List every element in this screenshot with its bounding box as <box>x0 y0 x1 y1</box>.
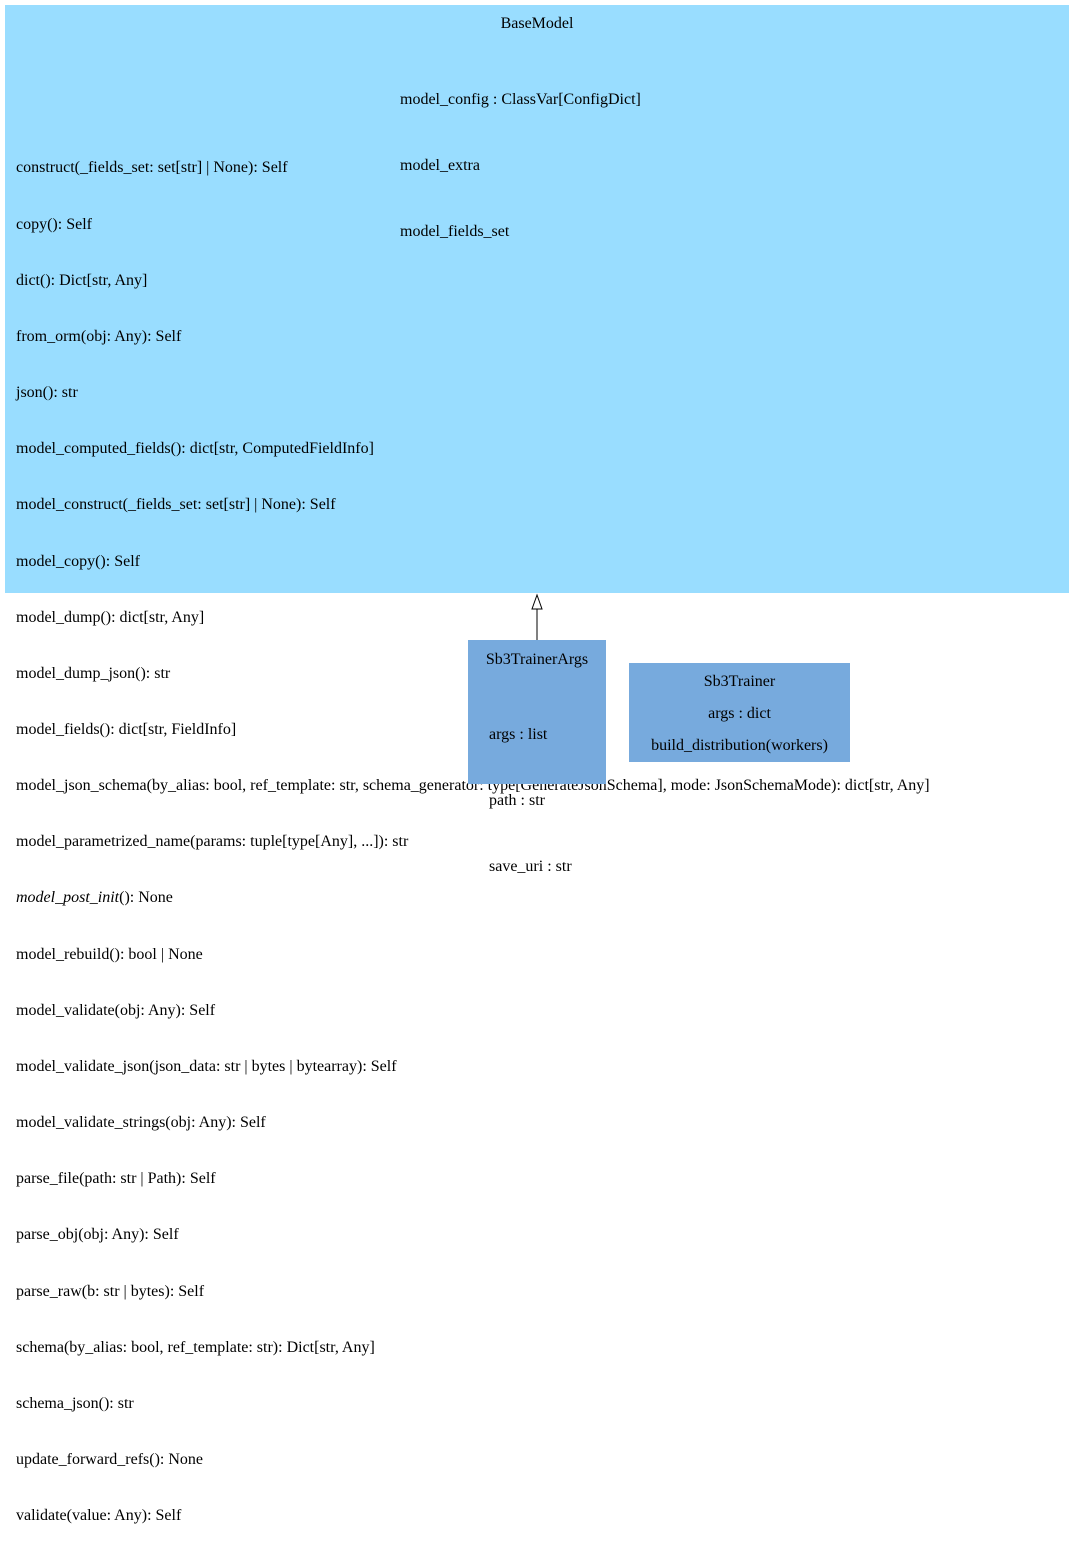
method: from_orm(obj: Any): Self <box>16 327 182 345</box>
class-title-sb3-trainer-args: Sb3TrainerArgs <box>485 651 589 668</box>
method-name-italic: model_post_init <box>16 889 120 907</box>
attribute-list: args : list path : str save_uri : str <box>489 680 572 922</box>
method: parse_obj(obj: Any): Self <box>16 1226 179 1244</box>
method: model_fields(): dict[str, FieldInfo] <box>16 721 237 738</box>
method-signature: (): None <box>119 889 173 907</box>
method: construct(_fields_set: set[str] | None):… <box>16 159 288 177</box>
class-sb3-trainer: Sb3Trainer args : dict build_distributio… <box>629 663 850 762</box>
attribute-list: model_config : ClassVar[ConfigDict] mode… <box>400 45 641 287</box>
method: update_forward_refs(): None <box>16 1451 204 1469</box>
method-abstract: model_post_init(): None <box>16 889 930 908</box>
method: copy(): Self <box>16 215 92 233</box>
inheritance-edge <box>531 593 543 640</box>
method: model_validate_strings(obj: Any): Self <box>16 1114 266 1132</box>
class-title-sb3-trainer: Sb3Trainer <box>703 673 776 690</box>
method: parse_raw(b: str | bytes): Self <box>16 1282 205 1300</box>
method: schema(by_alias: bool, ref_template: str… <box>16 1338 375 1356</box>
inheritance-arrowhead <box>531 593 543 610</box>
attribute: model_fields_set <box>400 223 510 240</box>
method: model_dump_json(): str <box>16 664 171 682</box>
method: dict(): Dict[str, Any] <box>16 271 148 289</box>
method: parse_file(path: str | Path): Self <box>16 1170 216 1188</box>
class-title-base-model: BaseModel <box>500 15 574 32</box>
attribute: model_extra <box>400 157 480 174</box>
attribute: model_config : ClassVar[ConfigDict] <box>400 91 641 108</box>
method: model_parametrized_name(params: tuple[ty… <box>16 833 409 851</box>
method: build_distribution(workers) <box>651 737 828 754</box>
attribute: path : str <box>489 792 545 809</box>
method: json(): str <box>16 384 78 402</box>
attribute: save_uri : str <box>489 858 572 875</box>
method: model_rebuild(): bool | None <box>16 945 203 963</box>
class-sb3-trainer-args: Sb3TrainerArgs args : list path : str sa… <box>468 640 606 875</box>
method: validate(value: Any): Self <box>16 1507 182 1525</box>
attribute: args : dict <box>708 705 771 722</box>
method: model_computed_fields(): dict[str, Compu… <box>16 440 374 458</box>
method: model_dump(): dict[str, Any] <box>16 608 205 626</box>
method: model_copy(): Self <box>16 552 140 570</box>
method: model_validate(obj: Any): Self <box>16 1001 216 1019</box>
attribute: args : list <box>489 726 548 743</box>
method: schema_json(): str <box>16 1394 134 1412</box>
method: model_construct(_fields_set: set[str] | … <box>16 496 336 514</box>
method: model_validate_json(json_data: str | byt… <box>16 1057 397 1075</box>
